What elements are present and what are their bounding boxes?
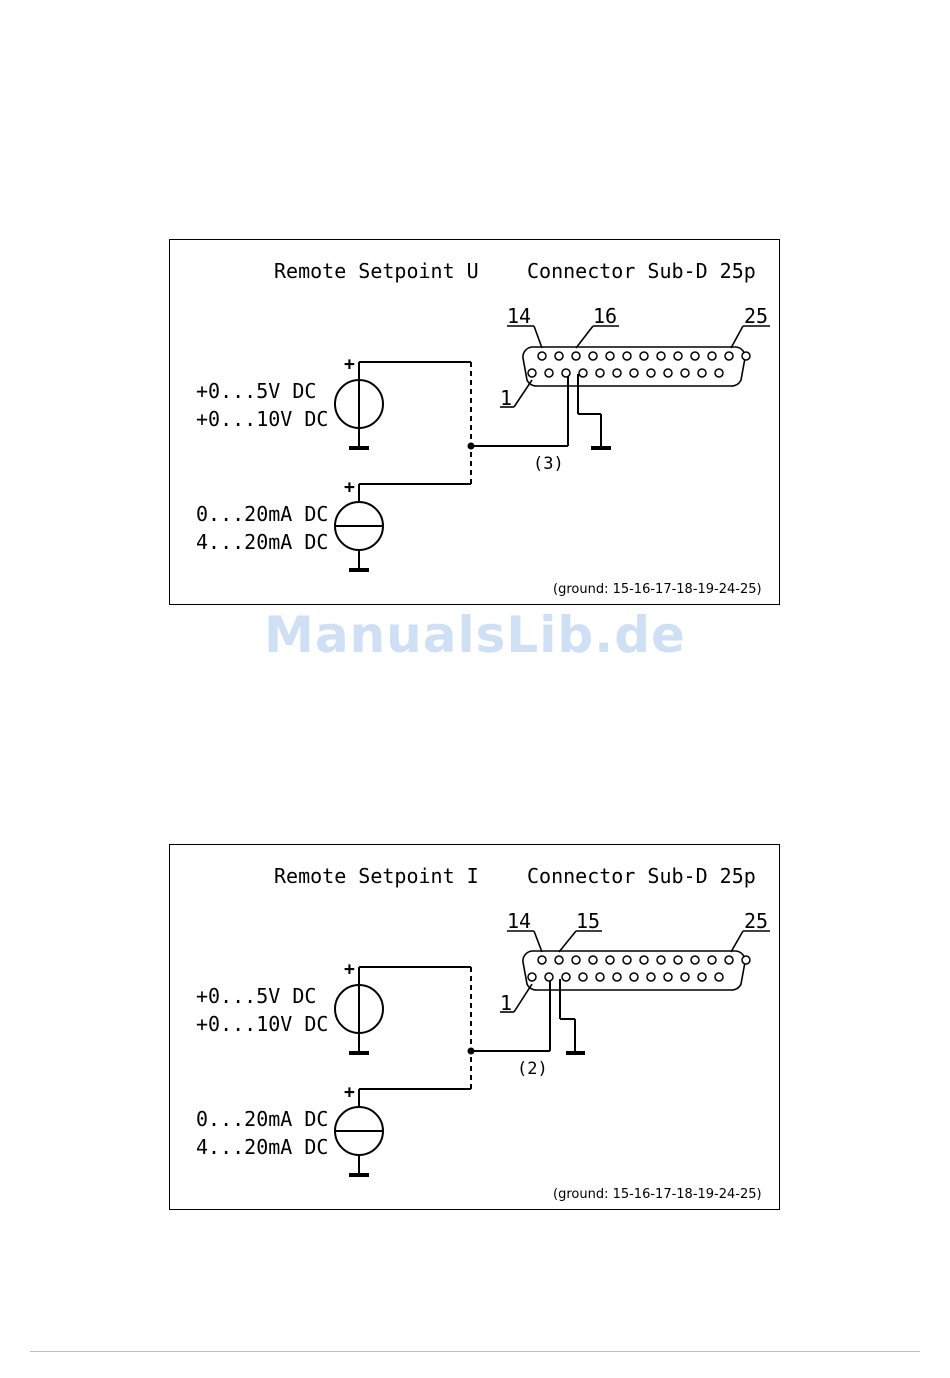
pin-label-1: 1 [500,386,512,410]
schematic-i: Remote Setpoint I Connector Sub-D 25p +0… [170,845,781,1211]
pin-leaders [500,931,770,1012]
pin-label-25: 25 [744,304,768,328]
connector-pin [606,352,614,360]
connector-pin [555,956,563,964]
connector-pin [657,956,665,964]
connector-pin [708,352,716,360]
pin-label-25: 25 [744,909,768,933]
voltage-range-1: +0...5V DC [196,984,316,1008]
schematic-u: Remote Setpoint U Connector Sub-D 25p +0… [170,240,781,606]
connector-pin [640,956,648,964]
connector-pin [674,956,682,964]
voltage-range-1: +0...5V DC [196,379,316,403]
connector-pin [725,352,733,360]
current-source-symbol [335,484,471,570]
connector-pin [715,973,723,981]
connector-pin [538,352,546,360]
plus-sign-current: + [344,1082,355,1103]
connector-pin [630,369,638,377]
connector-pin [613,369,621,377]
pin-label-14: 14 [507,304,531,328]
signal-pin-reference: (3) [533,454,564,474]
connector-pin [562,973,570,981]
connector-pin [640,352,648,360]
voltage-source-symbol [335,362,471,448]
diagram-title: Remote Setpoint I [274,864,479,888]
connector-pin [613,973,621,981]
current-source-symbol [335,1089,471,1175]
connector-pin [579,973,587,981]
connector-pin [538,956,546,964]
plus-sign-current: + [344,477,355,498]
connector-pin [725,956,733,964]
current-range-1: 0...20mA DC [196,1107,328,1131]
connector-pin [647,369,655,377]
connector-pin [742,352,750,360]
connector-pin [596,369,604,377]
pin-label-signal-top: 15 [576,909,600,933]
voltage-range-2: +0...10V DC [196,407,328,431]
connector-pin [742,956,750,964]
ground-note: (ground: 15-16-17-18-19-24-25) [553,1187,762,1202]
connector-pin [630,973,638,981]
connector-pin [681,369,689,377]
connector-pin [545,973,553,981]
diagram-remote-setpoint-i: Remote Setpoint I Connector Sub-D 25p +0… [169,844,780,1210]
current-range-1: 0...20mA DC [196,502,328,526]
connector-pin [647,973,655,981]
connector-pin [664,369,672,377]
connector-pin [562,369,570,377]
connector-pin [708,956,716,964]
watermark: ManualsLib.de [0,606,950,664]
connector-pin [606,956,614,964]
ground-note: (ground: 15-16-17-18-19-24-25) [553,582,762,597]
connector-pin [596,973,604,981]
connector-pin [589,352,597,360]
pin-label-signal-top: 16 [593,304,617,328]
connector-pin [715,369,723,377]
connector-title: Connector Sub-D 25p [527,259,756,283]
connector-pins [528,352,750,377]
pin-leaders [500,326,770,407]
plus-sign-voltage: + [344,354,355,375]
connector-pin [664,973,672,981]
pin-label-1: 1 [500,991,512,1015]
connector-pin [623,956,631,964]
pin-label-14: 14 [507,909,531,933]
voltage-source-symbol [335,967,471,1053]
connector-pin [657,352,665,360]
connector-pins [528,956,750,981]
connector-pin [528,973,536,981]
connector-pin [674,352,682,360]
ground-wire [578,374,611,448]
connector-pin [528,369,536,377]
footer-divider [30,1351,920,1352]
connector-pin [698,973,706,981]
signal-pin-reference: (2) [517,1059,548,1079]
connector-pin [691,352,699,360]
current-range-2: 4...20mA DC [196,530,328,554]
connector-pin [589,956,597,964]
connector-pin [681,973,689,981]
voltage-range-2: +0...10V DC [196,1012,328,1036]
plus-sign-voltage: + [344,959,355,980]
connector-pin [691,956,699,964]
connector-pin [545,369,553,377]
diagram-title: Remote Setpoint U [274,259,479,283]
connector-pin [572,956,580,964]
connector-pin [623,352,631,360]
diagram-remote-setpoint-u: Remote Setpoint U Connector Sub-D 25p +0… [169,239,780,605]
connector-pin [579,369,587,377]
connector-title: Connector Sub-D 25p [527,864,756,888]
connector-pin [698,369,706,377]
current-range-2: 4...20mA DC [196,1135,328,1159]
connector-pin [555,352,563,360]
connector-pin [572,352,580,360]
